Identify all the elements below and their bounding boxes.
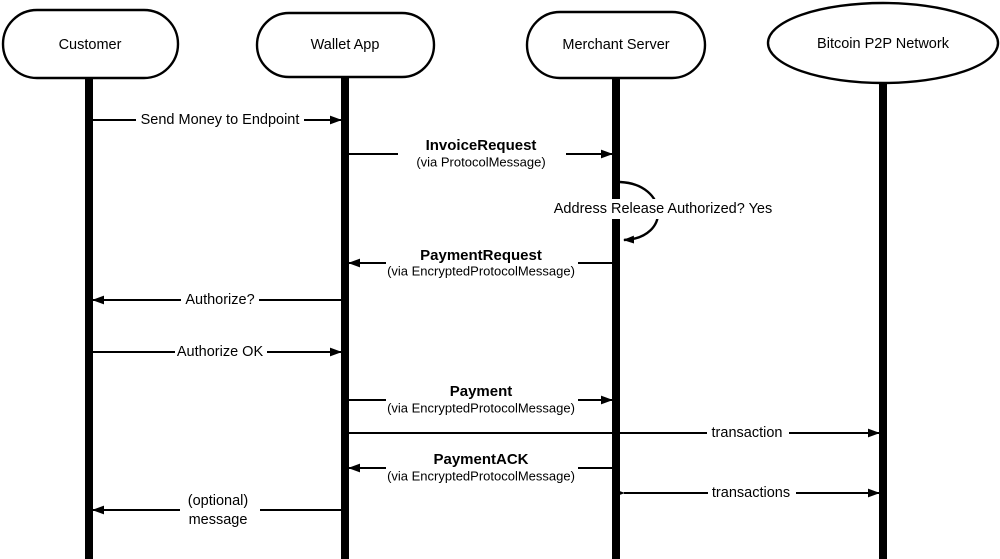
message-invoice-request-sublabel: (via ProtocolMessage) <box>416 154 545 169</box>
message-invoice-request[interactable]: InvoiceRequest (via ProtocolMessage) <box>349 136 613 172</box>
participant-merchant-server[interactable]: Merchant Server <box>525 10 707 80</box>
message-invoice-request-label-bg <box>398 136 566 172</box>
message-payment[interactable]: Payment (via EncryptedProtocolMessage) <box>349 382 613 418</box>
message-authorize-ok-label-bg <box>175 342 267 362</box>
message-send-money-to-endpoint-label: Send Money to Endpoint <box>141 112 300 128</box>
lifelines-group <box>85 75 887 559</box>
message-payment-ack-sublabel: (via EncryptedProtocolMessage) <box>387 468 575 483</box>
message-authorize-question[interactable]: Authorize? <box>92 290 341 310</box>
message-transactions-label: transactions <box>712 485 790 501</box>
message-optional-message-label-bg <box>180 491 260 529</box>
message-send-money-to-endpoint-label-bg <box>136 110 304 130</box>
message-authorize-ok-label: Authorize OK <box>177 344 264 360</box>
message-transaction[interactable]: transaction <box>349 423 880 443</box>
message-transaction-label-bg <box>707 423 789 443</box>
participant-bitcoin-p2p-network-shape <box>766 1 1000 85</box>
message-payment-request[interactable]: PaymentRequest (via EncryptedProtocolMes… <box>348 245 612 281</box>
message-payment-request-label-bg <box>386 245 578 281</box>
message-optional-message-sublabel: message <box>189 512 248 528</box>
message-authorize-question-label-bg <box>181 290 259 310</box>
message-invoice-request-label: InvoiceRequest <box>426 137 537 154</box>
participant-bitcoin-p2p-network-label: Bitcoin P2P Network <box>817 36 950 52</box>
message-optional-message-label: (optional) <box>188 493 248 509</box>
participant-bitcoin-p2p-network[interactable]: Bitcoin P2P Network <box>766 1 1000 85</box>
message-address-release-authorized-label: Address Release Authorized? Yes <box>554 201 772 217</box>
message-payment-sublabel: (via EncryptedProtocolMessage) <box>387 400 575 415</box>
message-optional-message[interactable]: (optional) message <box>92 491 341 529</box>
message-address-release-authorized-label-bg <box>551 199 775 219</box>
participant-customer[interactable]: Customer <box>1 8 180 80</box>
message-address-release-authorized[interactable]: Address Release Authorized? Yes <box>551 180 775 244</box>
participants-group: Customer Wallet App Merchant Server Bitc… <box>1 1 1000 85</box>
message-transactions-label-bg <box>708 483 796 503</box>
participant-merchant-server-label: Merchant Server <box>562 37 669 53</box>
message-payment-label-bg <box>386 382 578 418</box>
message-payment-ack-label-bg <box>386 450 578 486</box>
participant-wallet-app-shape <box>255 11 436 79</box>
message-transactions[interactable]: transactions <box>613 483 880 503</box>
participant-merchant-server-shape <box>525 10 707 80</box>
message-payment-request-sublabel: (via EncryptedProtocolMessage) <box>387 263 575 278</box>
message-authorize-question-label: Authorize? <box>185 292 254 308</box>
message-payment-ack-label: PaymentACK <box>433 451 528 468</box>
message-send-money-to-endpoint[interactable]: Send Money to Endpoint <box>93 110 342 130</box>
participant-customer-label: Customer <box>59 37 122 53</box>
message-payment-ack[interactable]: PaymentACK (via EncryptedProtocolMessage… <box>348 450 612 486</box>
message-payment-request-label: PaymentRequest <box>420 247 542 264</box>
message-authorize-ok[interactable]: Authorize OK <box>93 342 342 362</box>
participant-customer-shape <box>1 8 180 80</box>
participant-wallet-app-label: Wallet App <box>311 37 380 53</box>
message-transaction-label: transaction <box>712 425 783 441</box>
messages-group: Send Money to Endpoint InvoiceRequest (v… <box>92 110 880 529</box>
participant-wallet-app[interactable]: Wallet App <box>255 11 436 79</box>
message-payment-label: Payment <box>450 383 513 400</box>
